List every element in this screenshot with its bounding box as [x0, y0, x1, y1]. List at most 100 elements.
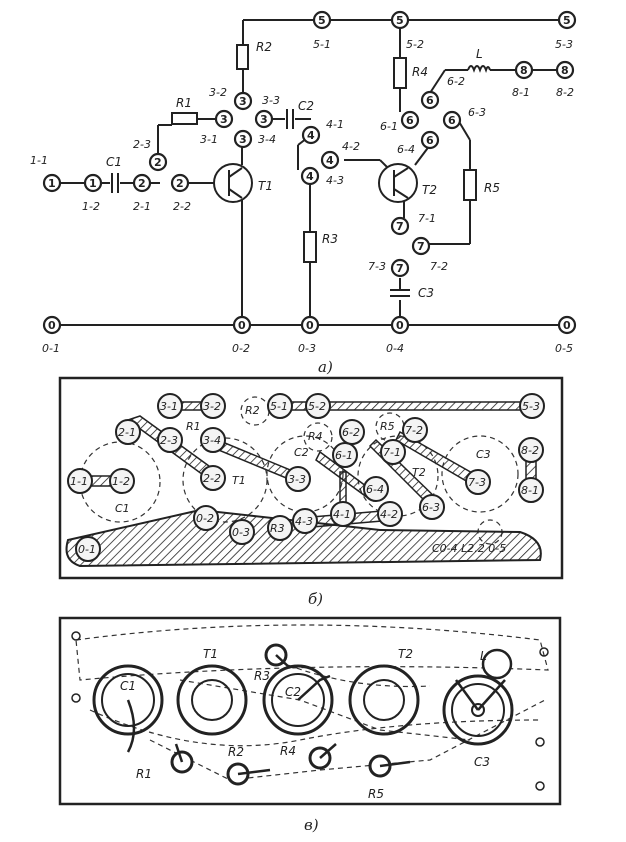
component-label: R5: [484, 181, 500, 195]
board-layout: 1-1 1-2 2-1 2-2 2-3 3-1 3-2 3-3 3-4 4-1 …: [58, 376, 564, 608]
schematic-nodes: 1 1 2 2 2 3 3 3 3 4 4 4 5 5 5 6 6 6 6 7 …: [42, 10, 577, 335]
transistor-t2: T2: [378, 163, 437, 203]
component-label: L: [480, 649, 487, 663]
point-label: 1-1: [30, 154, 48, 167]
point-label: 5-1: [313, 38, 331, 51]
svg-text:3: 3: [239, 95, 247, 108]
node: 0: [390, 315, 410, 335]
ground-plane: [65, 508, 542, 568]
ground-label: C0-4 L2.2 0-5: [432, 542, 506, 555]
component-label: T2: [422, 183, 437, 197]
pad: R4: [308, 430, 323, 443]
node: 3: [254, 109, 274, 129]
pad: 2-3: [157, 427, 183, 453]
point-label: 6-3: [468, 106, 486, 119]
svg-text:7: 7: [417, 240, 425, 253]
point-label: 5-3: [555, 38, 573, 51]
node: 6: [420, 90, 440, 110]
pad: 7-2: [402, 417, 428, 443]
pad: 7-1: [380, 439, 406, 465]
svg-text:0: 0: [238, 319, 246, 332]
svg-text:5-3: 5-3: [522, 400, 540, 413]
node: 2: [148, 152, 168, 172]
component-label: R2: [228, 745, 244, 759]
component-label: T1: [203, 647, 218, 661]
capacitor-c3: C3: [390, 286, 434, 300]
node: 3: [214, 109, 234, 129]
pad: R5: [380, 420, 395, 433]
svg-text:3-2: 3-2: [203, 400, 221, 413]
pad: 6-1: [332, 442, 358, 468]
assembly-outline: [58, 616, 562, 806]
pad: 0-1: [75, 536, 101, 562]
component-label: C1: [115, 502, 130, 515]
pad: 4-1: [330, 501, 356, 527]
schematic-point-labels: 1-1 1-2 2-1 2-2 2-3 3-1 3-2 3-3 3-4 4-1 …: [30, 38, 574, 355]
svg-text:6-2: 6-2: [342, 426, 360, 439]
node: 3: [233, 91, 253, 111]
svg-text:5: 5: [396, 14, 404, 27]
schematic: C1 R1 R2 T1 C2 R3 R4: [30, 10, 577, 376]
node: 4: [320, 150, 340, 170]
component-label: R4: [280, 744, 296, 758]
assembly-c3: C3: [442, 674, 514, 769]
svg-text:3: 3: [220, 113, 228, 126]
component-label: C2: [298, 99, 314, 113]
svg-text:8: 8: [561, 64, 569, 77]
point-label: 6-2: [447, 75, 465, 88]
node: 7: [390, 258, 410, 278]
pad: 2-1: [115, 419, 141, 445]
point-label: 8-2: [556, 86, 574, 99]
pad: 6-2: [339, 419, 365, 445]
point-label: 6-4: [397, 143, 415, 156]
svg-text:5: 5: [318, 14, 326, 27]
svg-text:2-2: 2-2: [203, 472, 221, 485]
component-label: C2: [285, 685, 301, 699]
node: 5: [557, 10, 577, 30]
node: 2: [132, 173, 152, 193]
component-label: R5: [368, 787, 384, 801]
resistor-r4: R4: [393, 57, 428, 89]
svg-text:2-3: 2-3: [160, 434, 178, 447]
svg-text:3-3: 3-3: [288, 473, 306, 486]
svg-text:8-2: 8-2: [521, 444, 539, 457]
assembly-view: C1 T1 C2 T2 C3 L R1: [58, 616, 562, 834]
svg-text:0-3: 0-3: [232, 526, 250, 539]
point-label: 8-1: [512, 86, 530, 99]
assembly-dashed-traces: [75, 624, 549, 781]
component-label: R3: [254, 669, 270, 683]
component-label: R1: [176, 96, 192, 110]
point-label: 5-2: [406, 38, 424, 51]
component-label: C2: [294, 446, 309, 459]
resistor-r3: R3: [303, 231, 338, 263]
svg-text:2: 2: [154, 156, 162, 169]
component-label: T1: [232, 474, 246, 487]
board-pads: 1-1 1-2 2-1 2-2 2-3 3-1 3-2 3-3 3-4 4-1 …: [67, 393, 545, 562]
point-label: 4-3: [326, 174, 344, 187]
svg-text:4-3: 4-3: [295, 515, 313, 528]
svg-text:2-1: 2-1: [118, 426, 136, 439]
svg-text:0: 0: [48, 319, 56, 332]
node: 6: [420, 130, 440, 150]
point-label: 0-1: [42, 342, 60, 355]
component-label: C3: [474, 755, 490, 769]
svg-text:1: 1: [89, 177, 97, 190]
point-label: 0-4: [386, 342, 404, 355]
point-label: 0-5: [555, 342, 573, 355]
pad: R1: [186, 420, 201, 433]
inductor-l: L: [467, 47, 491, 73]
svg-text:6-4: 6-4: [366, 483, 384, 496]
node: 3: [233, 129, 253, 149]
svg-text:7: 7: [396, 262, 404, 275]
node: 7: [390, 216, 410, 236]
svg-text:6: 6: [448, 114, 456, 127]
svg-text:8-1: 8-1: [521, 484, 539, 497]
svg-text:5: 5: [563, 14, 571, 27]
pad: 6-4: [363, 476, 389, 502]
component-label: T1: [258, 179, 273, 193]
pad: 1-2: [109, 468, 135, 494]
svg-text:0: 0: [563, 319, 571, 332]
node: 2: [170, 173, 190, 193]
svg-text:R3: R3: [270, 522, 285, 535]
node: 5: [312, 10, 332, 30]
